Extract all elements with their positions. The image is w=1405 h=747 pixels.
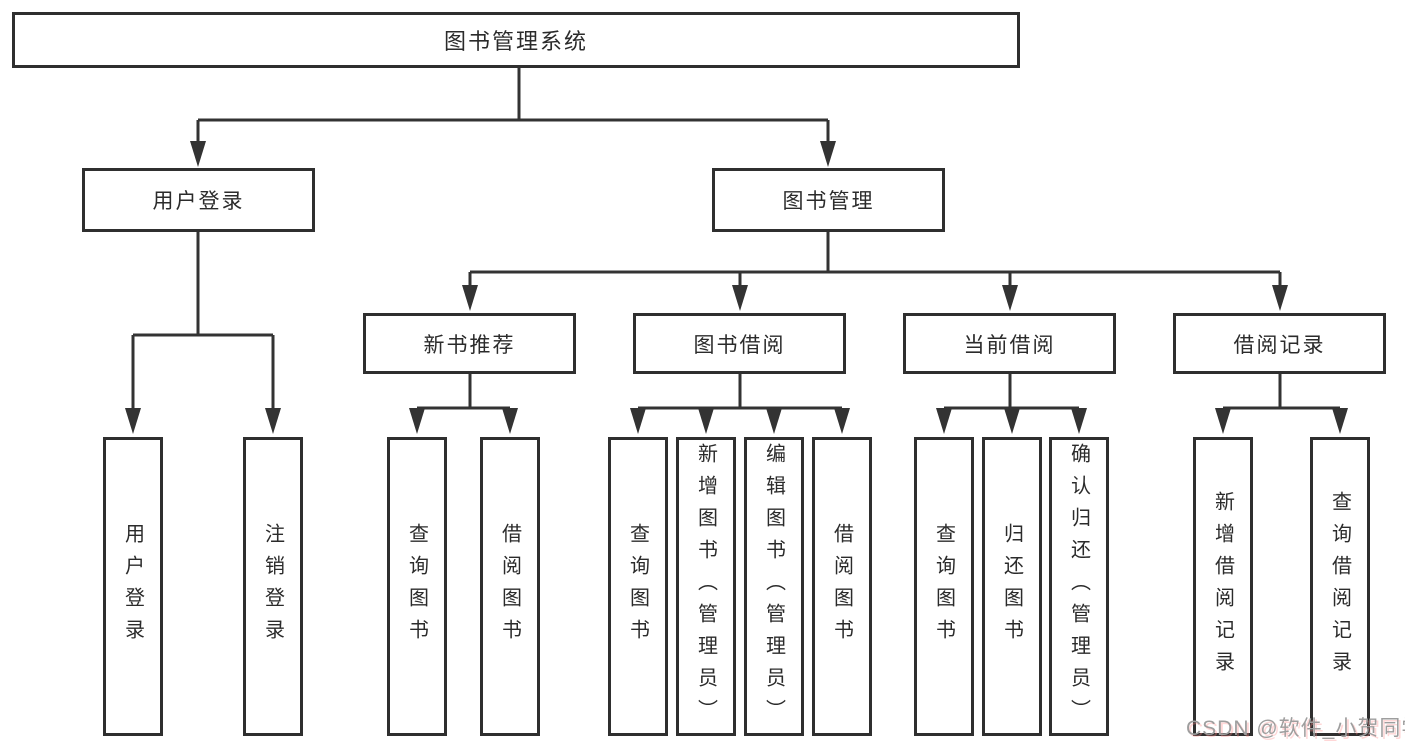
leaf-bb-add-books-admin: 新增图书（管理员） xyxy=(676,437,736,736)
leaf-bb-edit-books-admin: 编辑图书（管理员） xyxy=(744,437,804,736)
arrowhead-leaf-cb-return xyxy=(1004,408,1020,434)
arrowhead-current-borrowing xyxy=(1002,285,1018,311)
leaf-cb-confirm-return-admin: 确认归还（管理员） xyxy=(1049,437,1109,736)
arrowhead-book-management xyxy=(820,141,836,167)
connector-root-to-level2 xyxy=(196,67,830,143)
arrowhead-book-borrowing xyxy=(732,285,748,311)
leaf-nb-query-books: 查询图书 xyxy=(387,437,447,736)
arrowhead-leaf-bb-borrow xyxy=(834,408,850,434)
arrowhead-leaf-bb-query xyxy=(630,408,646,434)
csdn-watermark: CSDN @软件_小贺同学 xyxy=(1186,717,1405,740)
arrowhead-leaf-logout xyxy=(265,408,281,434)
arrowhead-leaf-nb-borrow xyxy=(502,408,518,434)
node-book-management: 图书管理 xyxy=(712,168,945,232)
connector-new-book-recommend-to-leaves xyxy=(417,373,510,410)
node-root: 图书管理系统 xyxy=(12,12,1020,68)
arrowhead-leaf-cb-confirm xyxy=(1071,408,1087,434)
arrowhead-leaf-bb-edit xyxy=(766,408,782,434)
node-current-borrowing: 当前借阅 xyxy=(903,313,1116,374)
node-borrowing-records: 借阅记录 xyxy=(1173,313,1386,374)
node-book-borrowing: 图书借阅 xyxy=(633,313,846,374)
connector-book-borrowing-to-leaves xyxy=(638,373,842,410)
leaf-br-add-borrow-record: 新增借阅记录 xyxy=(1193,437,1253,736)
connector-current-borrowing-to-leaves xyxy=(944,373,1079,410)
leaf-cb-query-books: 查询图书 xyxy=(914,437,974,736)
arrowhead-leaf-br-add xyxy=(1215,408,1231,434)
leaf-cb-return-books: 归还图书 xyxy=(982,437,1042,736)
arrowhead-new-book-recommend xyxy=(462,285,478,311)
arrowhead-leaf-br-query xyxy=(1332,408,1348,434)
node-user-login: 用户登录 xyxy=(82,168,315,232)
leaf-logout-login: 注销登录 xyxy=(243,437,303,736)
node-new-book-recommend: 新书推荐 xyxy=(363,313,576,374)
connector-user-login-to-leaves xyxy=(131,231,275,410)
arrowhead-borrowing-records xyxy=(1272,285,1288,311)
arrowhead-leaf-bb-add xyxy=(698,408,714,434)
connector-book-management-to-level3 xyxy=(468,231,1282,287)
arrowhead-leaf-user-login xyxy=(125,408,141,434)
leaf-br-query-borrow-record: 查询借阅记录 xyxy=(1310,437,1370,736)
arrowhead-user-login xyxy=(190,141,206,167)
leaf-bb-query-books: 查询图书 xyxy=(608,437,668,736)
arrowhead-leaf-cb-query xyxy=(936,408,952,434)
leaf-bb-borrow-books: 借阅图书 xyxy=(812,437,872,736)
arrowhead-leaf-nb-query xyxy=(409,408,425,434)
leaf-nb-borrow-books: 借阅图书 xyxy=(480,437,540,736)
connector-borrowing-records-to-leaves xyxy=(1223,373,1340,410)
leaf-user-login: 用户登录 xyxy=(103,437,163,736)
